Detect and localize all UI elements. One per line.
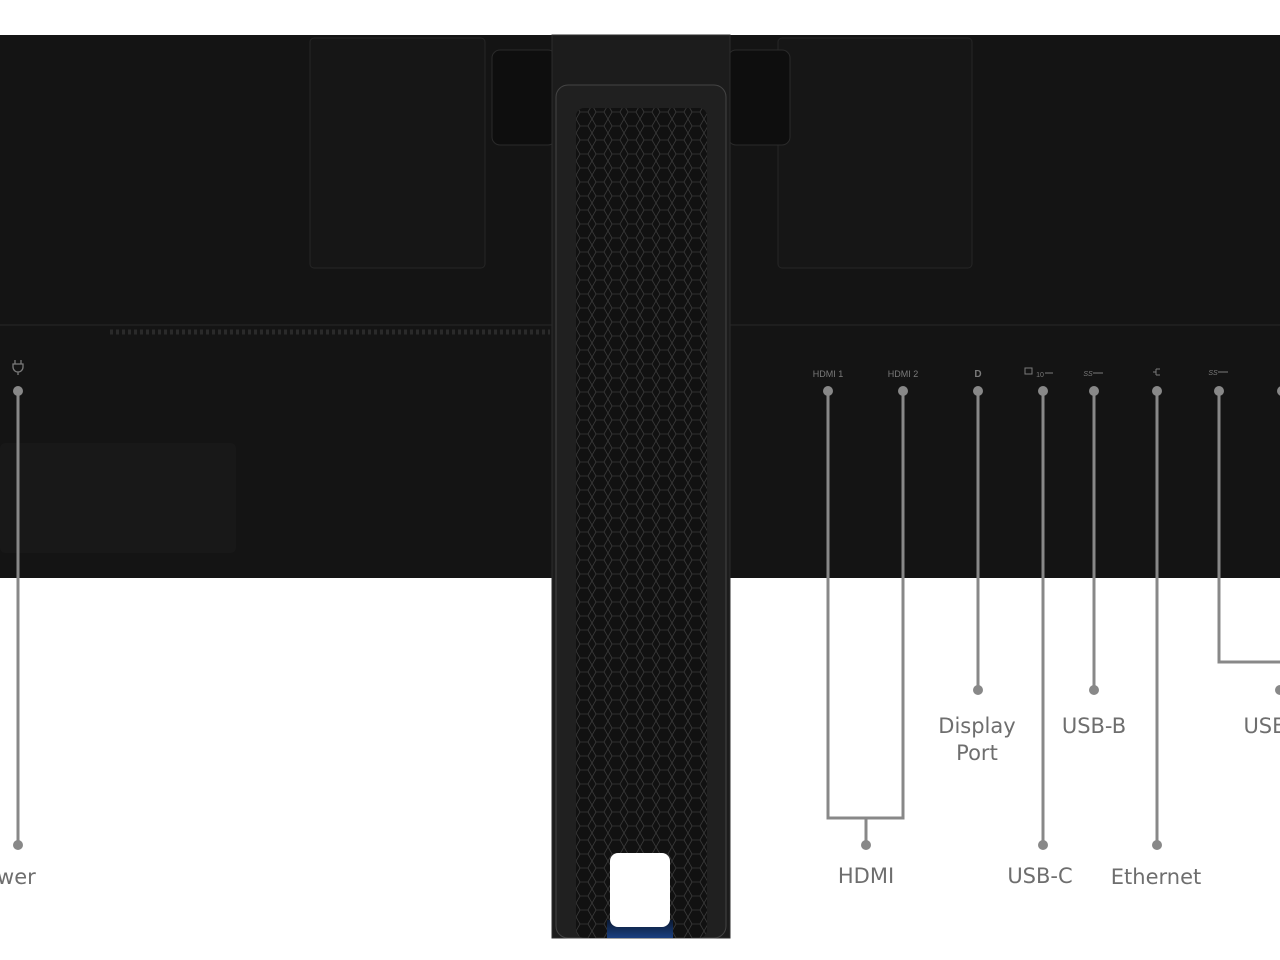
svg-text:SS: SS	[1208, 370, 1218, 377]
port-label-hdmi1: HDMI 1	[813, 369, 844, 379]
callout-usb	[1214, 386, 1280, 695]
rear-panel-right	[777, 37, 973, 269]
usb-a-icon: SS	[1208, 370, 1228, 377]
hinge-right	[727, 49, 791, 146]
label-hdmi: HDMI	[838, 864, 894, 888]
stand-hex-mesh	[576, 108, 707, 938]
label-usb: USB	[1243, 714, 1280, 738]
callout-hdmi	[823, 386, 908, 850]
svg-text:10: 10	[1036, 372, 1044, 379]
callout-usb-c	[1038, 386, 1048, 850]
label-usb-b: USB-B	[1062, 714, 1126, 738]
ethernet-icon	[1153, 368, 1160, 376]
label-displayport-line2: Port	[956, 741, 998, 765]
svg-text:SS: SS	[1083, 371, 1093, 378]
usb-icon: SS	[1083, 371, 1103, 378]
callout-usb-b	[1089, 386, 1099, 695]
label-power: Power	[0, 865, 36, 889]
cable-management-hole	[610, 853, 670, 927]
label-ethernet: Ethernet	[1111, 865, 1201, 889]
callout-power	[13, 386, 23, 850]
hinge-left	[491, 49, 557, 146]
power-plug-icon	[12, 360, 24, 375]
callout-displayport	[973, 386, 983, 695]
callout-ethernet	[1152, 386, 1162, 850]
label-usb-c: USB-C	[1007, 864, 1072, 888]
port-label-hdmi2: HDMI 2	[888, 369, 919, 379]
label-displayport-line1: Display	[938, 714, 1015, 738]
usb-c-icon: 10	[1024, 367, 1053, 379]
displayport-icon: D	[974, 369, 981, 380]
label-plate	[0, 443, 236, 553]
rear-panel-left	[309, 37, 486, 269]
